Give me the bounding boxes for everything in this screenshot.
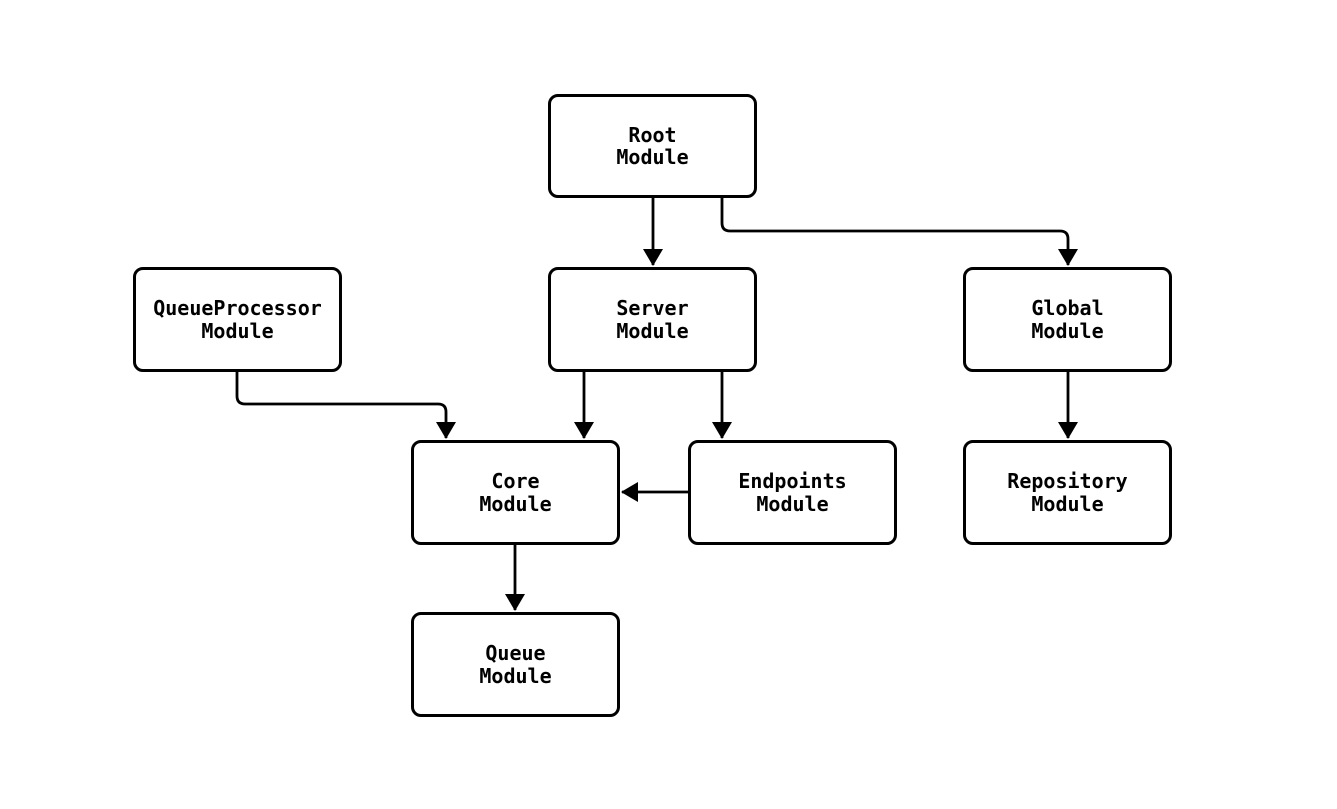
node-global-module-label: Global Module bbox=[1031, 296, 1104, 343]
node-root-module: Root Module bbox=[548, 94, 757, 198]
node-endpoints-module-label: Endpoints Module bbox=[738, 469, 847, 516]
node-core-module: Core Module bbox=[411, 440, 620, 545]
node-queueprocessor-module-label: QueueProcessor Module bbox=[153, 296, 322, 343]
edge-root-to-global bbox=[720, 198, 1078, 266]
edge-queueprocessor-to-core bbox=[235, 372, 456, 439]
node-core-module-label: Core Module bbox=[479, 469, 552, 516]
node-server-module: Server Module bbox=[548, 267, 757, 372]
node-repository-module: Repository Module bbox=[963, 440, 1172, 545]
node-queue-module-label: Queue Module bbox=[479, 641, 552, 688]
node-global-module: Global Module bbox=[963, 267, 1172, 372]
node-server-module-label: Server Module bbox=[616, 296, 689, 343]
node-repository-module-label: Repository Module bbox=[1007, 469, 1128, 516]
node-queueprocessor-module: QueueProcessor Module bbox=[133, 267, 342, 372]
node-endpoints-module: Endpoints Module bbox=[688, 440, 897, 545]
node-queue-module: Queue Module bbox=[411, 612, 620, 717]
node-root-module-label: Root Module bbox=[616, 122, 689, 169]
